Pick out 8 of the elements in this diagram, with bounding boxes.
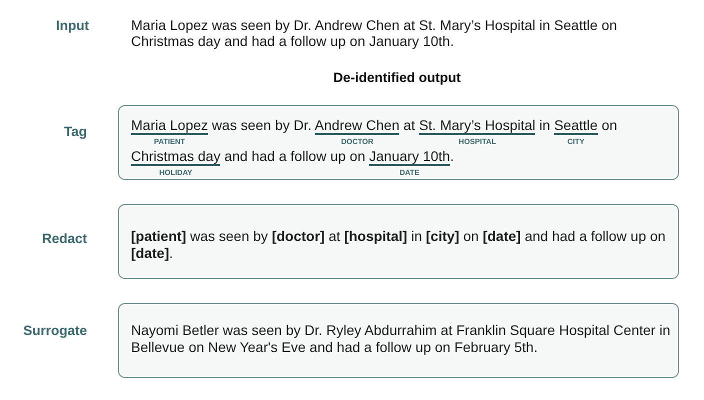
row-label: Tag <box>64 124 87 140</box>
row-label: Surrogate <box>23 323 87 339</box>
surrogate-sentence: Nayomi Betler was seen by Dr. Ryley Abdurrahim at Franklin Square Hospital Center in Bellevue on New Year's Eve and had a follow up on February 5th. <box>131 322 672 356</box>
row-label: Redact <box>42 231 87 247</box>
input-sentence: Maria Lopez was seen by Dr. Andrew Chen at St. Mary’s Hospital in Seattle on Christmas day and had a follow up on January 10th. <box>131 17 618 49</box>
redacted-sentence: [patient] was seen by [doctor] at [hospital] in [city] on [date] and had a follow up on [date]. <box>131 228 667 261</box>
section-heading: De-identified output <box>333 70 461 86</box>
row-label: Input <box>56 18 89 34</box>
